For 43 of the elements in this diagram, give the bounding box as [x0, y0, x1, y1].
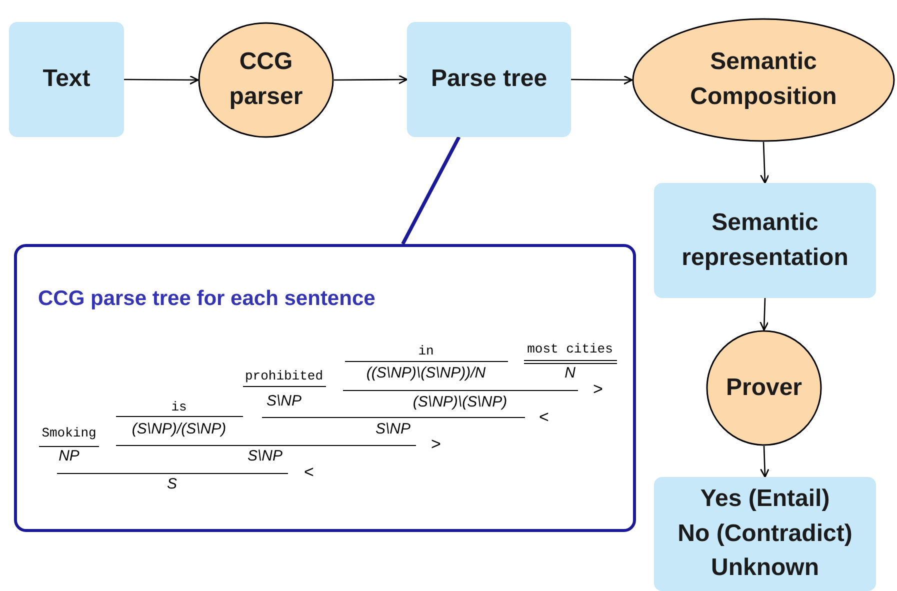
category-label: N: [564, 366, 576, 380]
word-label: Smoking: [42, 426, 96, 440]
node-label: Unknown: [711, 553, 819, 584]
category-label: (S\NP)\(S\NP): [412, 394, 508, 410]
category-label: S\NP: [248, 448, 282, 464]
rule-symbol: <: [539, 408, 549, 426]
process-box: [407, 22, 571, 137]
node-label: Text: [42, 64, 90, 94]
arrow: [334, 74, 408, 84]
word-label: is: [171, 400, 187, 414]
category-label: S: [167, 476, 177, 492]
word-label: most cities: [527, 342, 613, 356]
node-label: Semantic Composition: [689, 47, 838, 112]
process-box: [654, 183, 876, 298]
category-label: NP: [58, 448, 80, 464]
rule-symbol: >: [593, 380, 603, 398]
node-label: Parse tree: [430, 64, 548, 94]
rule-symbol: >: [431, 436, 441, 452]
node-label: Prover: [726, 372, 802, 403]
ellipse-node: [198, 22, 334, 138]
word-label: in: [418, 344, 434, 358]
node-label: No (Contradict): [678, 518, 852, 549]
category-label: S\NP: [376, 422, 410, 436]
panel: [14, 244, 636, 532]
node-label: CCG parser: [228, 47, 304, 112]
node-label: Yes (Entail): [700, 484, 830, 514]
arrow: [124, 75, 199, 85]
connector-line: [401, 136, 461, 245]
node-label: Semantic representation: [680, 208, 850, 272]
ellipse-node: [632, 18, 895, 142]
word-label: prohibited: [245, 370, 323, 382]
process-box: [9, 22, 124, 137]
arrow: [571, 75, 633, 85]
arrow: [760, 446, 770, 478]
process-box: [654, 477, 876, 591]
arrow: [760, 298, 769, 331]
category-label: (S\NP)/(S\NP): [132, 422, 226, 436]
panel-title: CCG parse tree for each sentence: [38, 286, 376, 312]
category-label: ((S\NP)\(S\NP))/N: [366, 366, 486, 380]
rule-symbol: <: [304, 464, 314, 480]
category-label: S\NP: [266, 394, 302, 408]
ellipse-node: [706, 330, 822, 446]
arrow: [760, 142, 770, 184]
